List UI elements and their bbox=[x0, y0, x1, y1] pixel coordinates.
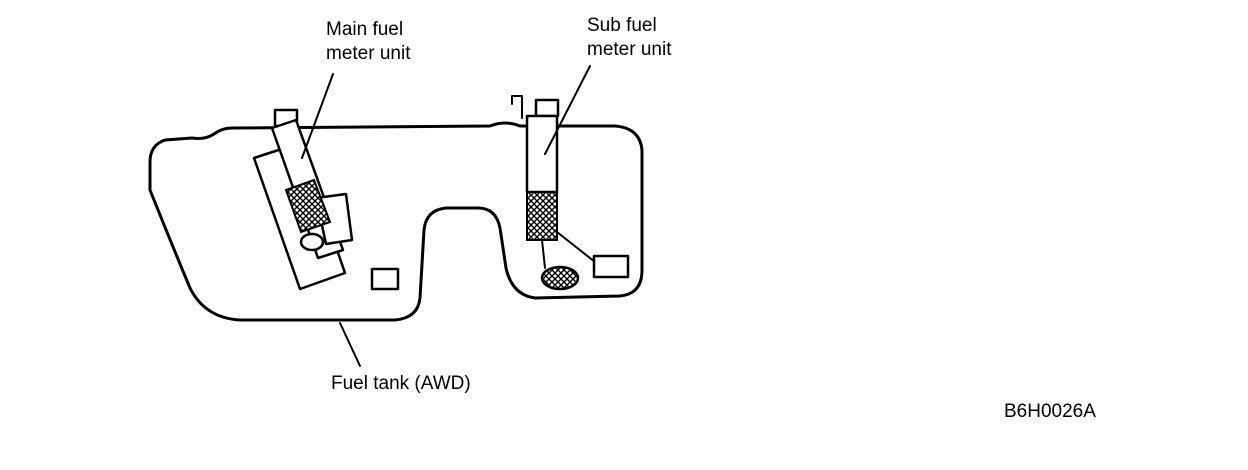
figure-code: B6H0026A bbox=[1004, 401, 1096, 422]
sub-fuel-meter-unit-label: Sub fuel meter unit bbox=[587, 15, 672, 60]
fuel-tank-label: Fuel tank (AWD) bbox=[331, 373, 471, 394]
leader-line-tank bbox=[339, 322, 361, 367]
level-sender-box-left bbox=[370, 267, 400, 291]
main-fuel-meter-unit bbox=[252, 108, 354, 291]
level-sender-box-right bbox=[592, 254, 630, 279]
leader-line-main bbox=[301, 73, 334, 159]
leader-line-sub bbox=[544, 65, 591, 155]
fuel-tank-outline bbox=[148, 121, 644, 322]
sub-fuel-meter-unit bbox=[511, 95, 596, 291]
main-fuel-meter-unit-label: Main fuel meter unit bbox=[326, 19, 411, 64]
